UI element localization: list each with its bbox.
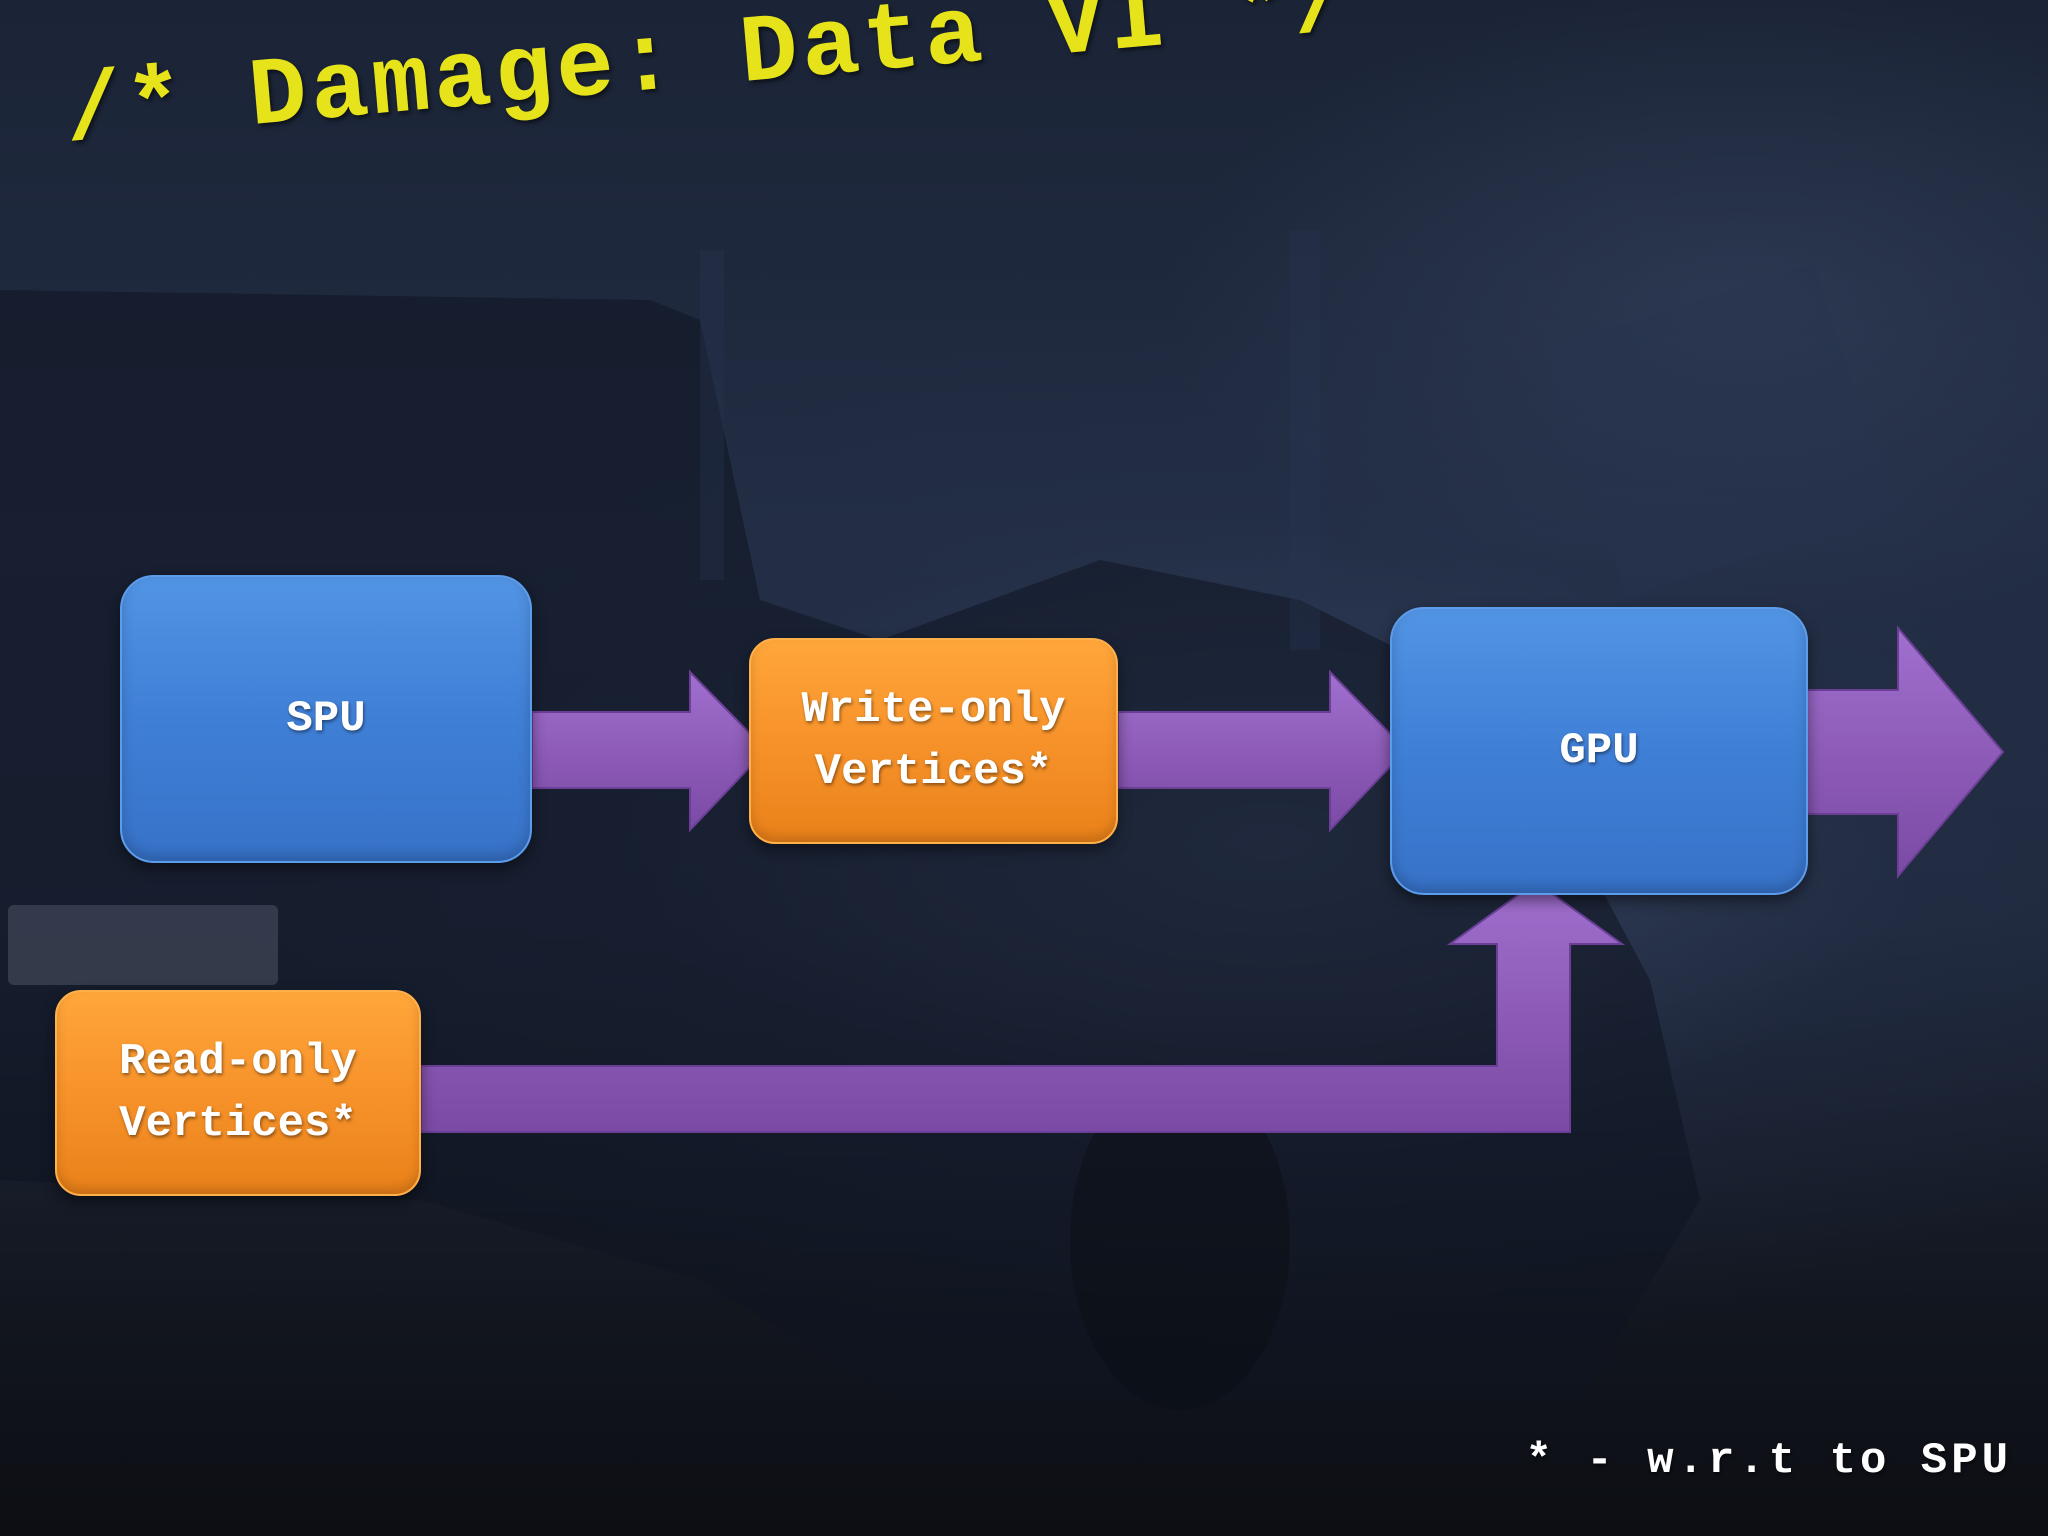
gpu-node: GPU xyxy=(1390,607,1808,895)
arrow-write-only-to-gpu xyxy=(1117,669,1408,833)
footnote: * - w.r.t to SPU xyxy=(1525,1436,2012,1486)
spu-node: SPU xyxy=(120,575,532,863)
write-only-vertices-node: Write-only Vertices* xyxy=(749,638,1118,844)
arrow-gpu-output xyxy=(1799,625,2005,879)
arrow-read-only-to-gpu xyxy=(420,880,1626,1133)
arrow-spu-to-write-only xyxy=(531,669,768,833)
license-plate xyxy=(8,905,278,985)
read-only-vertices-node: Read-only Vertices* xyxy=(55,990,421,1196)
